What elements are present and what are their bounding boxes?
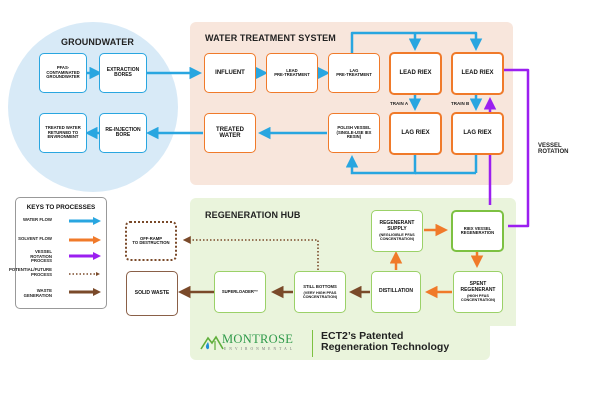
- legend-item-swatch-arrow: [69, 252, 101, 260]
- train-b-label: TRAIN B: [451, 101, 470, 106]
- superloader-box: SUPERLOADER™: [214, 271, 266, 313]
- spent-regenerant-box: SPENT REGENERANT (HIGH PFAS CONCENTRATIO…: [453, 271, 503, 313]
- tagline-line-2: Regeneration Technology: [321, 340, 450, 353]
- legend-item-label: WATER FLOW: [22, 217, 52, 222]
- water-treatment-title: WATER TREATMENT SYSTEM: [205, 33, 336, 43]
- extraction-bores-box: EXTRACTION BORES: [99, 53, 147, 93]
- still-bottoms-note: (VERY HIGH PFAS CONCENTRATION): [302, 290, 338, 299]
- spent-regenerant-note: (HIGH PFAS CONCENTRATION): [460, 293, 496, 302]
- regenerant-supply-title: REGENERANT SUPPLY: [379, 220, 415, 232]
- legend-item-label: VESSEL ROTATION PROCESS: [30, 249, 52, 264]
- re-injection-bore-box: RE-INJECTION BORE: [99, 113, 147, 153]
- influent-box: INFLUENT: [204, 53, 256, 93]
- pfas-contaminated-groundwater-box: PFAS- CONTAMINATED GROUNDWATER: [39, 53, 87, 93]
- tagline-line-1: ECT2’s Patented: [321, 330, 404, 342]
- legend-item: SOLVENT FLOW: [16, 234, 106, 248]
- regeneration-hub-title: REGENERATION HUB: [205, 210, 301, 220]
- legend-item: VESSEL ROTATION PROCESS: [16, 249, 106, 264]
- regenerant-supply-note: (NEGLIGIBLE PFAS CONCENTRATION): [379, 232, 415, 241]
- spent-regenerant-title: SPENT REGENERANT: [460, 281, 496, 293]
- solid-waste-box: SOLID WASTE: [126, 271, 178, 316]
- lag-riex-a-box: LAG RIEX: [389, 112, 442, 155]
- montrose-logo: MONTROSE ENVIRONMENTAL: [200, 330, 305, 356]
- legend-item-swatch-arrow: [69, 236, 101, 244]
- legend-title: KEYS TO PROCESSES: [26, 204, 96, 211]
- treated-water-returned-box: TREATED WATER RETURNED TO ENVIRONMENT: [39, 113, 87, 153]
- off-ramp-to-destruction-box: OFF-RAMP TO DESTRUCTION: [125, 221, 177, 261]
- regeneration-hub-footer: [190, 320, 490, 360]
- lead-pre-treatment-box: LEAD PRE-TREATMENT: [266, 53, 318, 93]
- riex-vessel-regeneration-box: RIEX VESSEL REGENERATION: [451, 210, 504, 252]
- legend-item-label: SOLVENT FLOW: [18, 236, 52, 241]
- groundwater-title: GROUNDWATER: [61, 37, 134, 47]
- legend-item-label: WASTE GENERATION: [23, 288, 52, 298]
- montrose-subtitle: ENVIRONMENTAL: [224, 347, 296, 351]
- lag-pre-treatment-box: LAG PRE-TREATMENT: [328, 53, 380, 93]
- still-bottoms-box: STILL BOTTOMS (VERY HIGH PFAS CONCENTRAT…: [294, 271, 346, 313]
- train-a-label: TRAIN A: [390, 101, 409, 106]
- legend-item: WASTE GENERATION: [16, 286, 106, 300]
- tagline: ECT2’s Patented Regeneration Technology: [321, 331, 449, 352]
- legend-item: WATER FLOW: [16, 215, 106, 229]
- regeneration-hub-zone-notch: [483, 326, 523, 346]
- lead-riex-a-box: LEAD RIEX: [389, 52, 442, 95]
- legend-item-swatch-arrow: [69, 288, 101, 296]
- legend-item: POTENTIAL/FUTURE PROCESS: [9, 267, 106, 282]
- treated-water-box: TREATED WATER: [204, 113, 256, 153]
- process-key-legend: KEYS TO PROCESSES WATER FLOW SOLVENT FLOW…: [9, 197, 107, 309]
- montrose-logo-icon: [200, 335, 224, 350]
- lead-riex-b-box: LEAD RIEX: [451, 52, 504, 95]
- legend-item-label: POTENTIAL/FUTURE PROCESS: [9, 267, 52, 277]
- montrose-wordmark: MONTROSE: [222, 332, 294, 346]
- regenerant-supply-box: REGENERANT SUPPLY (NEGLIGIBLE PFAS CONCE…: [371, 210, 423, 252]
- brand-divider: [312, 330, 313, 357]
- lag-riex-b-box: LAG RIEX: [451, 112, 504, 155]
- legend-item-swatch-arrow: [69, 272, 100, 276]
- distillation-box: DISTILLATION: [371, 271, 421, 313]
- vessel-rotation-label: VESSEL ROTATION: [538, 143, 569, 156]
- legend-item-swatch-arrow: [69, 217, 101, 225]
- groundwater-zone: [8, 22, 178, 192]
- still-bottoms-title: STILL BOTTOMS: [303, 284, 337, 290]
- polish-vessel-box: POLISH VESSEL (SINGLE-USE IEX RESIN): [328, 113, 380, 153]
